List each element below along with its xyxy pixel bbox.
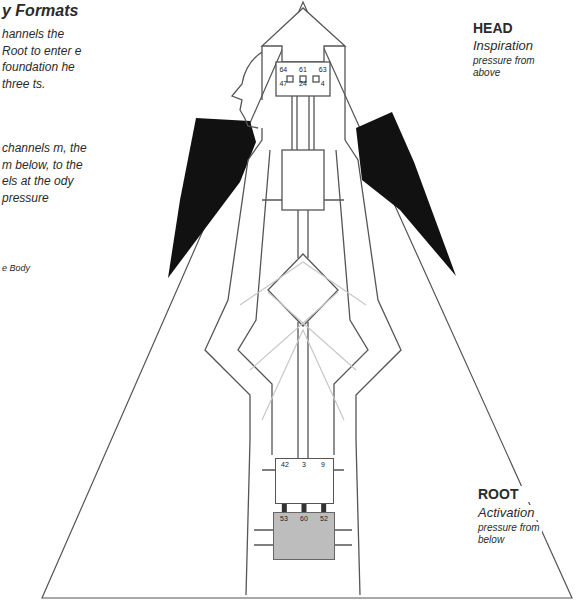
gate-number: 61 (293, 66, 313, 74)
ajna-gates: 646163 47244 (274, 64, 333, 94)
gate-number: 53 (274, 515, 294, 523)
gate-number: 3 (295, 461, 314, 469)
center-role: Activation (478, 505, 548, 520)
gate-number: 4 (313, 80, 333, 88)
gate-number: 42 (276, 461, 295, 469)
body-note: channels m, the m below, to the els at t… (2, 140, 88, 206)
root-center: 536052 (273, 512, 335, 560)
gate-square (287, 76, 293, 82)
channel (262, 200, 344, 470)
center-name: HEAD (473, 20, 573, 36)
g-center (268, 254, 338, 326)
face-profile (232, 46, 262, 128)
root-channel (282, 504, 287, 512)
center-name: ROOT (478, 486, 538, 502)
pressure-note: pressure from below (478, 522, 542, 546)
root-channel (321, 504, 326, 512)
head-center (262, 8, 345, 62)
neck-line (344, 46, 345, 140)
title: y Formats (2, 2, 78, 20)
channel (298, 210, 308, 458)
gate-square (313, 76, 319, 82)
gate-number: 47 (274, 80, 294, 88)
gate-number: 24 (293, 80, 313, 88)
gate-number: 60 (294, 515, 314, 523)
faint-channel (240, 262, 366, 420)
body-note: hannels the Root to enter e foundation h… (2, 26, 88, 92)
faint-channel (262, 330, 344, 420)
pressure-note: pressure from above (473, 55, 549, 79)
figure-note: e Body (2, 262, 88, 274)
center-role: Inspiration (473, 38, 573, 53)
gate-number: 52 (314, 515, 334, 523)
body-outer-left (205, 128, 262, 595)
gate-number: 63 (313, 66, 333, 74)
sacral-center: 4239 (275, 458, 334, 504)
pressure-triangle (42, 2, 572, 598)
gate-number: 64 (274, 66, 294, 74)
throat-center (282, 150, 324, 210)
channel (292, 96, 314, 150)
faint-channel (240, 262, 366, 305)
gate-number: 9 (314, 461, 333, 469)
body-outline (205, 8, 401, 595)
root-channel (302, 504, 307, 512)
